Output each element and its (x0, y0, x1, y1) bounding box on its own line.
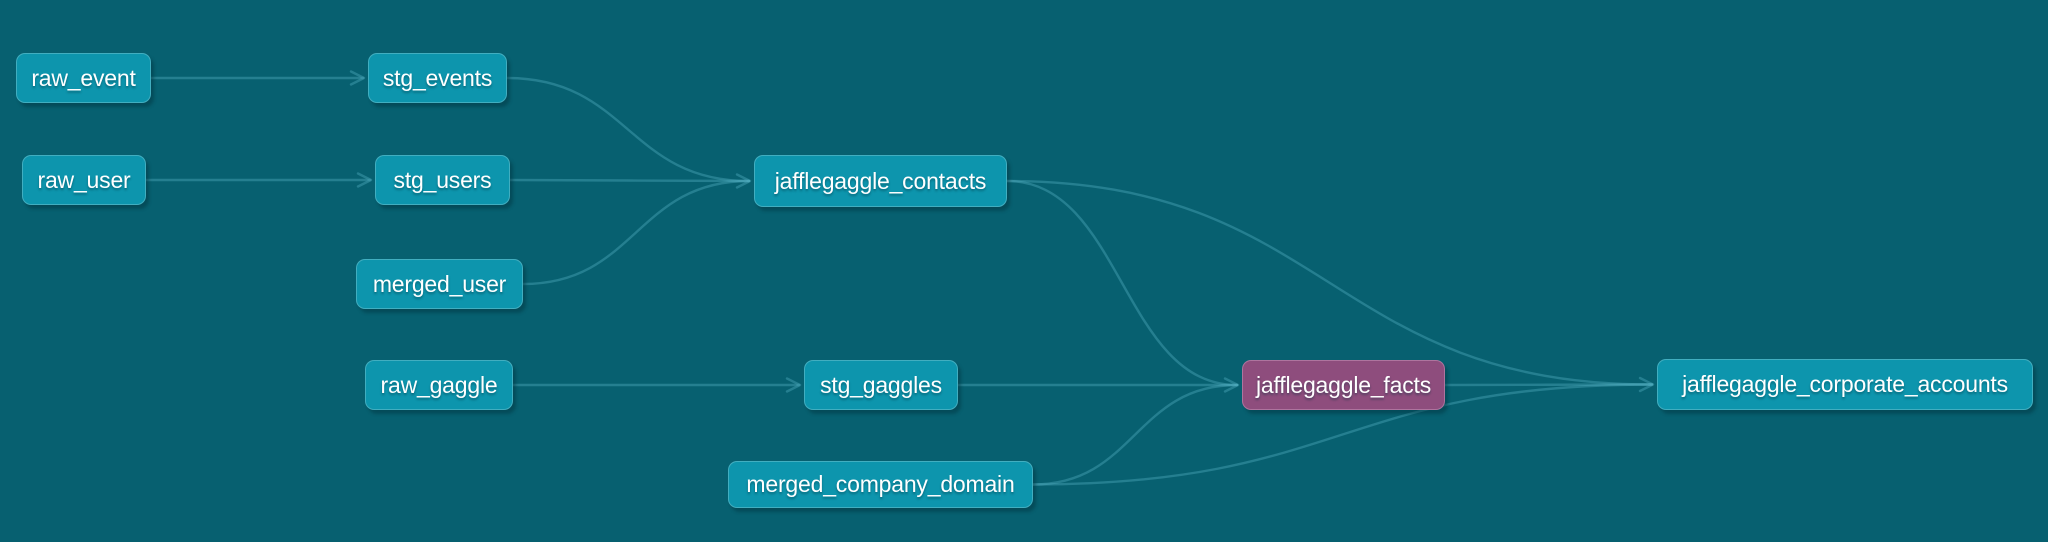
node-stg_users[interactable]: stg_users (375, 155, 510, 205)
arrowhead-icon-stg_events (349, 70, 366, 86)
edge-merged_company_domain-jafflegaggle_facts (1031, 383, 1239, 486)
node-stg_events[interactable]: stg_events (368, 53, 507, 103)
node-raw_user[interactable]: raw_user (22, 155, 146, 205)
edge-jafflegaggle_facts-jafflegaggle_corporate_accounts (1443, 383, 1654, 387)
node-label: stg_users (393, 166, 492, 193)
edge-merged_company_domain-jafflegaggle_corporate_accounts (1031, 383, 1654, 486)
edge-jafflegaggle_contacts-jafflegaggle_corporate_accounts (1005, 179, 1654, 386)
node-label: jafflegaggle_corporate_accounts (1682, 371, 2008, 397)
node-label: jafflegaggle_facts (1256, 371, 1431, 398)
node-label: raw_user (37, 166, 131, 193)
arrowhead-icon-stg_users (356, 172, 373, 188)
node-jafflegaggle_contacts[interactable]: jafflegaggle_contacts (754, 155, 1007, 207)
node-jafflegaggle_facts[interactable]: jafflegaggle_facts (1242, 360, 1445, 410)
edge-jafflegaggle_contacts-jafflegaggle_facts (1005, 179, 1239, 387)
node-label: jafflegaggle_contacts (774, 167, 987, 194)
arrowhead-icon-stg_gaggles (785, 377, 802, 393)
edge-merged_user-jafflegaggle_contacts (521, 179, 751, 286)
node-raw_event[interactable]: raw_event (16, 53, 151, 103)
node-label: stg_events (382, 64, 493, 91)
node-jafflegaggle_corporate_accounts[interactable]: jafflegaggle_corporate_accounts (1657, 359, 2033, 410)
node-raw_gaggle[interactable]: raw_gaggle (365, 360, 513, 410)
node-label: raw_event (31, 64, 136, 91)
node-label: merged_user (372, 270, 507, 297)
node-merged_company_domain[interactable]: merged_company_domain (728, 461, 1033, 508)
arrowhead-icon-jafflegaggle_facts (1223, 377, 1240, 393)
node-label: stg_gaggles (820, 371, 942, 398)
node-merged_user[interactable]: merged_user (356, 259, 523, 309)
node-stg_gaggles[interactable]: stg_gaggles (804, 360, 958, 410)
arrowhead-icon-jafflegaggle_corporate_accounts (1638, 376, 1655, 393)
node-label: merged_company_domain (746, 471, 1015, 497)
edge-stg_users-jafflegaggle_contacts (508, 178, 751, 183)
edge-stg_events-jafflegaggle_contacts (505, 76, 751, 183)
node-label: raw_gaggle (380, 371, 498, 398)
arrowhead-icon-jafflegaggle_contacts (735, 173, 752, 189)
